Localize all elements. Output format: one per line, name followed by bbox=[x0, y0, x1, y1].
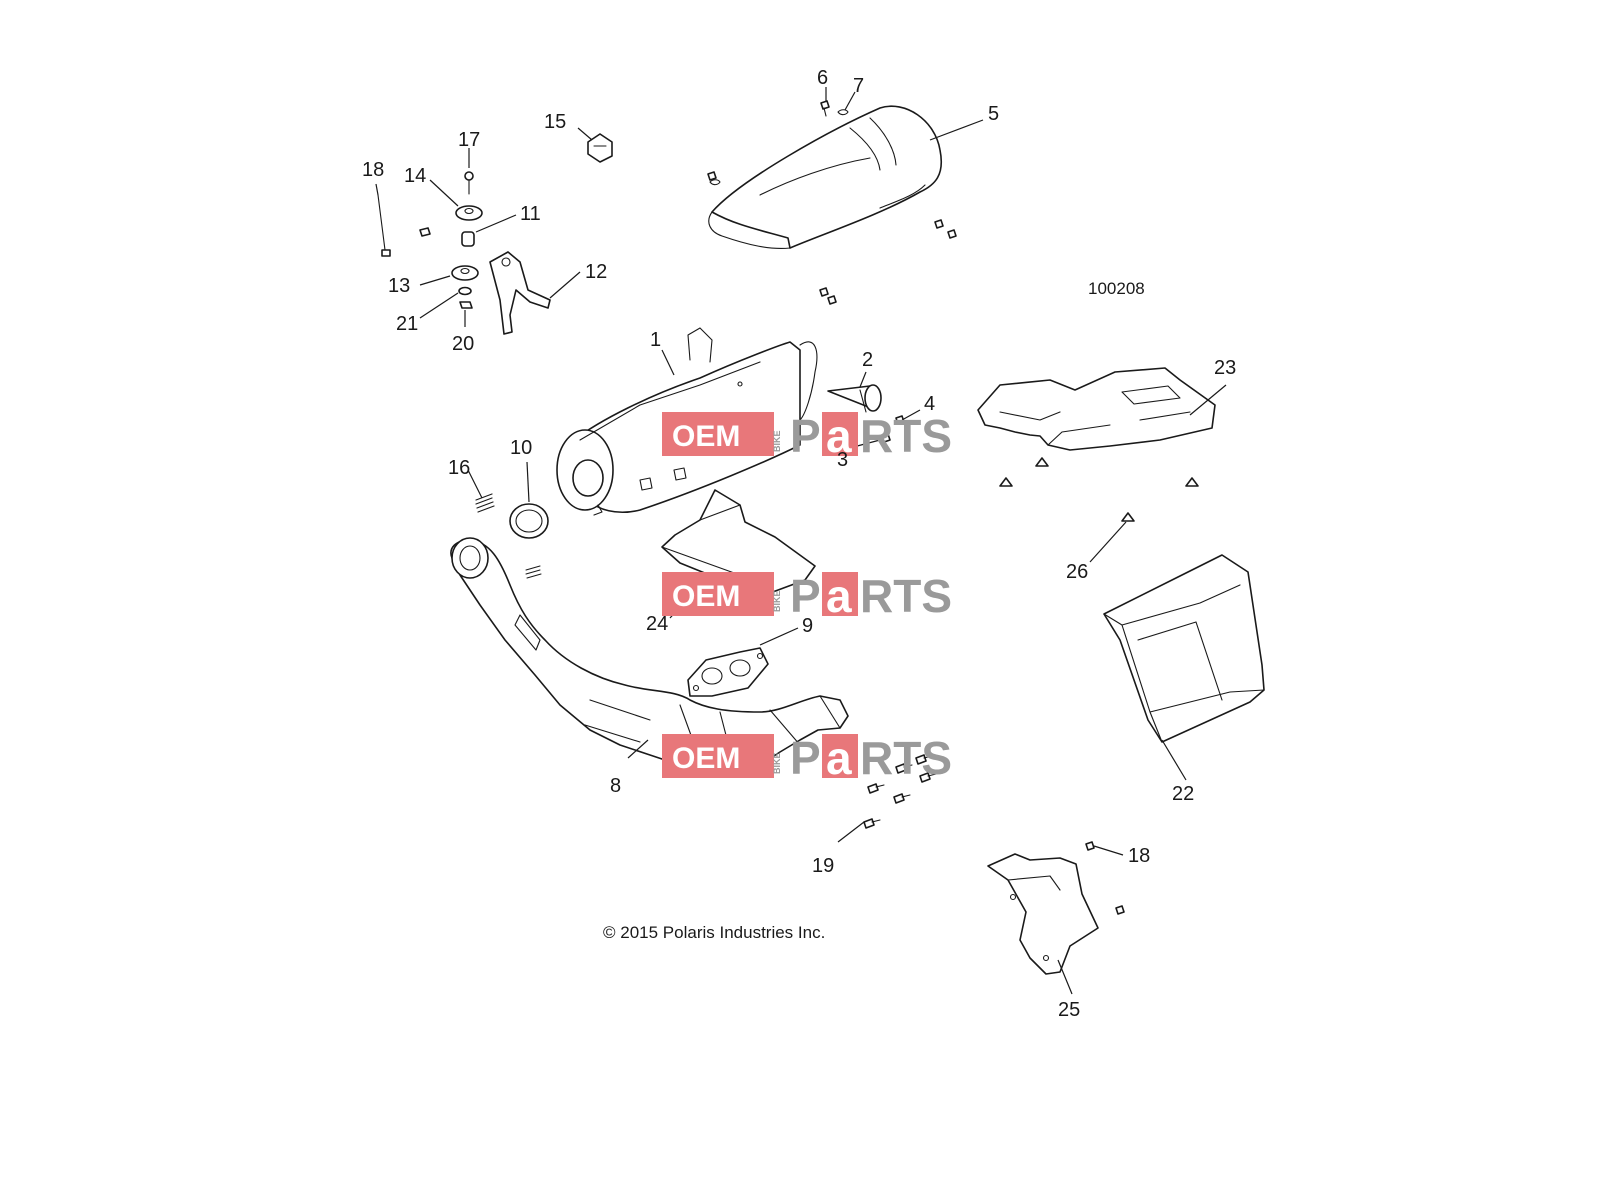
callout-labels: 1 2 3 4 5 6 7 8 9 10 11 12 13 14 15 16 1… bbox=[362, 67, 1236, 1021]
callout-6: 6 bbox=[817, 67, 828, 89]
watermark-a-text-1: a bbox=[826, 410, 852, 462]
nut-part-20 bbox=[459, 301, 473, 309]
spring-stud bbox=[525, 565, 542, 579]
callout-9: 9 bbox=[802, 615, 813, 637]
heat-shield-part-22 bbox=[1103, 554, 1265, 743]
watermark-p-text-2: P bbox=[790, 570, 821, 622]
watermark-oem-text-3: OEM bbox=[672, 742, 740, 775]
leader-lines bbox=[375, 87, 1227, 995]
heat-shield-fasteners bbox=[707, 171, 957, 305]
heat-shield-part-23 bbox=[977, 367, 1216, 451]
callout-8: 8 bbox=[610, 775, 621, 797]
washer-part-21 bbox=[458, 286, 472, 296]
callout-18-lower: 18 bbox=[1128, 845, 1150, 867]
bolt-part-17 bbox=[464, 171, 474, 195]
copyright-notice: © 2015 Polaris Industries Inc. bbox=[603, 923, 825, 942]
nut-small-left bbox=[419, 227, 431, 237]
spacer-part-11 bbox=[461, 231, 475, 247]
spark-arrestor-part-2 bbox=[827, 384, 882, 413]
watermark-p-text-1: P bbox=[790, 410, 821, 462]
watermark-oem-text-2: OEM bbox=[672, 580, 740, 613]
nut-part-15 bbox=[587, 133, 613, 163]
callout-14: 14 bbox=[404, 165, 426, 187]
callout-21: 21 bbox=[396, 313, 418, 335]
watermark-oembikeparts-3: OEM BIKE P a RTS bbox=[662, 732, 952, 784]
callout-5: 5 bbox=[988, 103, 999, 125]
bolt-part-18-lower bbox=[1085, 841, 1125, 915]
watermark-rts-text-1: RTS bbox=[860, 410, 952, 462]
callout-13: 13 bbox=[388, 275, 410, 297]
callout-18-upper: 18 bbox=[362, 159, 384, 181]
screw-part-3 bbox=[881, 433, 891, 443]
watermark-a-text-2: a bbox=[826, 570, 852, 622]
watermark-rts-text-3: RTS bbox=[860, 732, 952, 784]
grommet-part-13 bbox=[451, 265, 479, 281]
callout-26: 26 bbox=[1066, 561, 1088, 583]
callout-22: 22 bbox=[1172, 783, 1194, 805]
callout-19: 19 bbox=[812, 855, 834, 877]
watermark-oem-text-1: OEM bbox=[672, 420, 740, 453]
push-rivets-part-23 bbox=[999, 457, 1199, 487]
seal-part-10 bbox=[509, 503, 549, 539]
grommet-part-14 bbox=[455, 205, 483, 221]
callout-11: 11 bbox=[520, 203, 541, 225]
callout-25: 25 bbox=[1058, 999, 1080, 1021]
watermark-bike-text-3: BIKE bbox=[772, 752, 782, 774]
bolt-part-6 bbox=[820, 100, 830, 117]
heat-shield-part-25 bbox=[987, 853, 1099, 975]
watermark-p-text-3: P bbox=[790, 732, 821, 784]
callout-15: 15 bbox=[544, 111, 566, 133]
watermark-oembikeparts-2: OEM BIKE P a RTS bbox=[662, 570, 952, 622]
callout-10: 10 bbox=[510, 437, 532, 459]
callout-4: 4 bbox=[924, 393, 935, 415]
callout-24: 24 bbox=[646, 613, 668, 635]
bolt-part-18-upper bbox=[377, 194, 391, 257]
callout-20: 20 bbox=[452, 333, 474, 355]
callout-23: 23 bbox=[1214, 357, 1236, 379]
callout-16: 16 bbox=[448, 457, 470, 479]
heat-shield-part-5 bbox=[708, 105, 942, 249]
callout-1: 1 bbox=[650, 329, 661, 351]
bolts-part-19 bbox=[863, 754, 937, 829]
push-rivet-part-26 bbox=[1121, 512, 1135, 522]
callout-12: 12 bbox=[585, 261, 607, 283]
watermark-bike-text-1: BIKE bbox=[772, 430, 782, 452]
header-pipe-part-8 bbox=[450, 537, 849, 773]
callout-3: 3 bbox=[837, 449, 848, 471]
watermark-rts-text-2: RTS bbox=[860, 570, 952, 622]
watermark-a-text-3: a bbox=[826, 732, 852, 784]
callout-17: 17 bbox=[458, 129, 480, 151]
callout-7: 7 bbox=[853, 75, 864, 97]
callout-2: 2 bbox=[862, 349, 873, 371]
bracket-part-12 bbox=[489, 251, 551, 335]
screw-part-4 bbox=[895, 415, 905, 425]
gasket-part-9 bbox=[687, 647, 769, 697]
spring-part-16 bbox=[475, 493, 495, 513]
watermark-bike-text-2: BIKE bbox=[772, 590, 782, 612]
figure-number: 100208 bbox=[1088, 279, 1145, 298]
clip-part-7 bbox=[837, 109, 849, 116]
watermark-oembikeparts-1: OEM BIKE P a RTS bbox=[662, 410, 952, 462]
